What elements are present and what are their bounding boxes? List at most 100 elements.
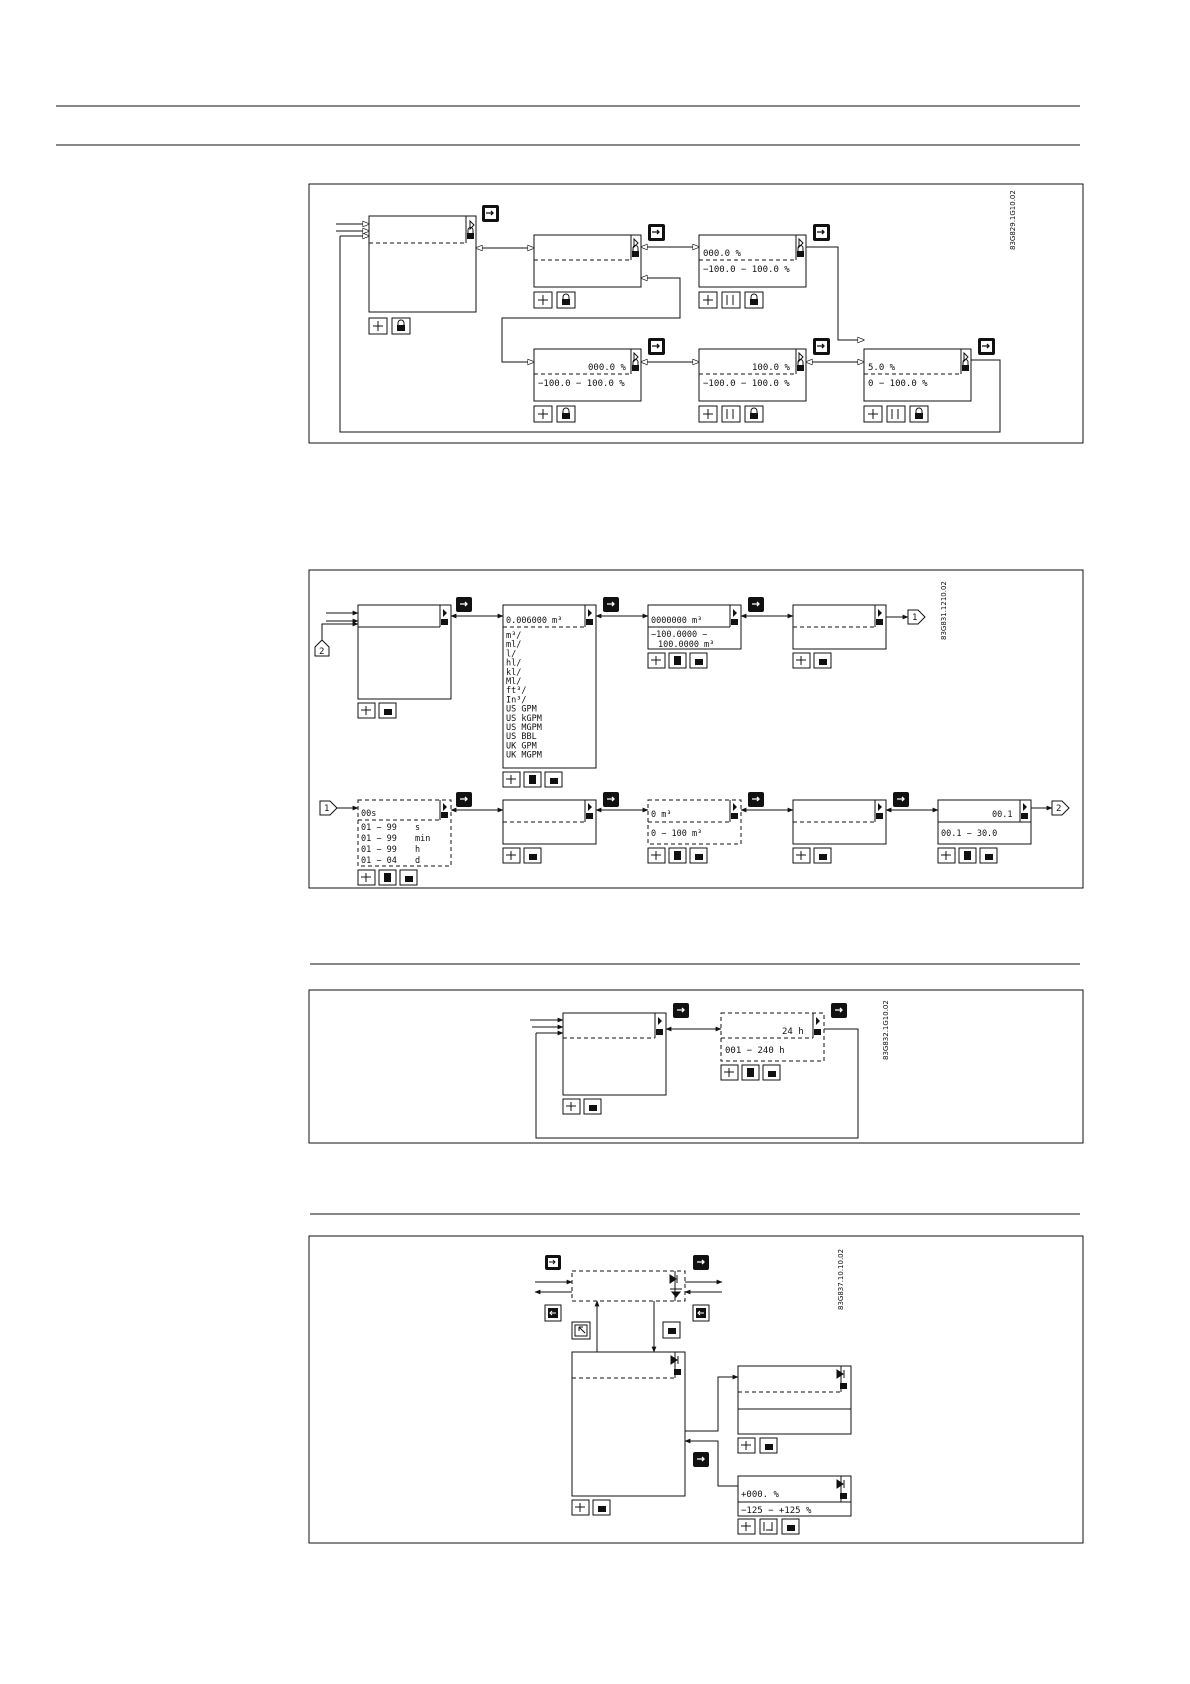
- d1-b1-value: 000.0 %: [588, 363, 627, 373]
- d2-flow-lines: [321, 610, 1053, 813]
- d2-range-lock-icon: [731, 619, 738, 625]
- d1-b3-lock-key-icon: [909, 405, 929, 423]
- d4-top-enter-key-left-icon: [545, 1255, 561, 1270]
- d4-screen-top: [544, 1255, 710, 1340]
- d2-volume-shift-key-icon: [668, 847, 687, 864]
- d1-b1-range: −100.0 − 100.0 %: [538, 379, 625, 389]
- d1-b1-lock-icon: [632, 359, 639, 371]
- d1-b3-range: 0 − 100.0 %: [868, 379, 928, 389]
- svg-text:2: 2: [319, 647, 324, 657]
- d2-last-range: 00.1 − 30.0: [941, 829, 997, 839]
- d2-time-lock-key-icon: [399, 869, 418, 886]
- d1-a2-arrow-icon: [798, 237, 804, 249]
- d1-a2-shift-key-icon: [721, 291, 741, 309]
- diagram-1: 83G829.1G10.02 000: [308, 183, 1084, 444]
- svg-text:1: 1: [912, 613, 917, 623]
- d1-b2-lock-icon: [797, 359, 804, 371]
- time-unit: d: [415, 856, 420, 866]
- diagram-4-code: 83G837.10.10.02: [837, 1249, 845, 1310]
- d1-main-lock-icon: [467, 227, 474, 239]
- unit-option: In³/: [506, 695, 526, 705]
- d2-volume-arrow-icon: [733, 803, 737, 811]
- d2-last-value: 00.1: [992, 810, 1012, 820]
- d4-main-arrow-icon: [670, 1355, 679, 1365]
- d2-volume-enter-key-icon: [748, 792, 764, 807]
- d1-a1-enter-key-icon: [648, 224, 665, 241]
- d2-b2-arrow-icon: [588, 803, 592, 811]
- d1-screen-a1: [533, 224, 665, 309]
- d2-units-enter-key-icon: [603, 597, 619, 612]
- d1-b1-nav-keys-icon: [533, 405, 553, 423]
- diagram-1-frame: [308, 183, 1084, 444]
- d2-range-shift-key-icon: [668, 652, 687, 669]
- d2-b4-lock-icon: [876, 813, 883, 819]
- unit-option: US GPM: [506, 705, 537, 715]
- d2-units-arrow-icon: [588, 609, 592, 617]
- d1-screen-b2: 100.0 % −100.0 − 100.0 %: [698, 338, 830, 423]
- d2-connector-2-out: 2: [1051, 800, 1070, 816]
- time-unit: h: [415, 845, 420, 855]
- d1-b3-shift-key-icon: [886, 405, 906, 423]
- d2-last-lock-key-icon: [979, 847, 998, 864]
- d1-screen-main: [368, 205, 499, 335]
- d2-range-arrow-icon: [733, 609, 737, 617]
- d2-units-shift-key-icon: [523, 771, 542, 788]
- d1-main-lock-key-icon: [391, 317, 411, 335]
- d2-screen-volume: 0 m³ 0 − 100 m³: [647, 792, 764, 864]
- d2-b4-enter-key-icon: [893, 792, 909, 807]
- d2-units-lock-key-icon: [544, 771, 563, 788]
- d2-volume-lock-icon: [731, 813, 738, 819]
- d1-b2-value: 100.0 %: [752, 363, 791, 373]
- d3-main-lock-icon: [656, 1029, 663, 1035]
- diagram-4: 83G837.10.10.02: [308, 1235, 1084, 1544]
- d1-a2-lock-icon: [797, 245, 804, 257]
- d2-b2-lock-icon: [586, 813, 593, 819]
- d1-b3-enter-key-icon: [978, 338, 995, 355]
- d4-top-down-icon: [670, 1288, 682, 1298]
- d2-volume-value: 0 m³: [651, 810, 671, 820]
- d4-top-enter-key-right-icon: [693, 1255, 709, 1270]
- d3-screen-hours: 24 h 001 − 240 h: [720, 1003, 847, 1081]
- d2-main-arrow-icon: [443, 609, 447, 617]
- d2-four-arrow-icon: [878, 609, 882, 617]
- d2-screen-range: 0000000 m³ −100.0000 − 100.0000 m³: [647, 597, 764, 669]
- diagram-1-code: 83G829.1G10.02: [1009, 190, 1017, 250]
- time-range: 01 − 04: [361, 856, 397, 866]
- d1-a1-lock-icon: [632, 245, 639, 257]
- d3-hours-enter-key-icon: [831, 1003, 847, 1018]
- d2-connector-1-out: 1: [907, 609, 926, 625]
- d1-a2-enter-key-icon: [813, 224, 830, 241]
- d2-b4-arrow-icon: [878, 803, 882, 811]
- d1-b2-shift-key-icon: [721, 405, 741, 423]
- d2-time-lock-icon: [441, 812, 448, 818]
- d4-top-escape-key-right-icon: [692, 1304, 710, 1322]
- d2-screen-four: [792, 604, 887, 669]
- d2-screen-last: 00.1 00.1 − 30.0: [937, 799, 1032, 864]
- time-range: 01 − 99: [361, 845, 397, 855]
- d1-screen-b1: 000.0 % −100.0 − 100.0 %: [533, 338, 665, 423]
- d3-hours-range: 001 − 240 h: [725, 1046, 785, 1056]
- d1-main-nav-keys-icon: [368, 317, 388, 335]
- d4-main-lock-key-icon: [592, 1499, 611, 1516]
- diagram-2-frame: [308, 569, 1084, 889]
- d2-screen-b4: [792, 792, 909, 864]
- d1-flow-lines: [336, 224, 1001, 433]
- d2-b4-nav-keys-icon: [792, 847, 811, 864]
- unit-option: hl/: [506, 659, 521, 669]
- unit-option: l/: [506, 649, 516, 659]
- d2-range-enter-key-icon: [748, 597, 764, 612]
- d4-percent-arrow-icon: [836, 1479, 845, 1489]
- d2-units-value: 0.006000 m³: [506, 616, 562, 626]
- diagram-2-code: 83G831.1210.02: [940, 581, 948, 640]
- d2-screen-main: [357, 597, 472, 719]
- d2-time-value: 00s: [361, 809, 376, 819]
- d2-range-line1: −100.0000 −: [651, 630, 707, 640]
- diagram-4-frame: [308, 1235, 1084, 1544]
- d2-volume-lock-key-icon: [689, 847, 708, 864]
- d4-main-lock-icon: [674, 1369, 681, 1375]
- d2-b2-lock-key-icon: [523, 847, 542, 864]
- diagram-3-code: 83G832.1G10.02: [882, 1000, 890, 1060]
